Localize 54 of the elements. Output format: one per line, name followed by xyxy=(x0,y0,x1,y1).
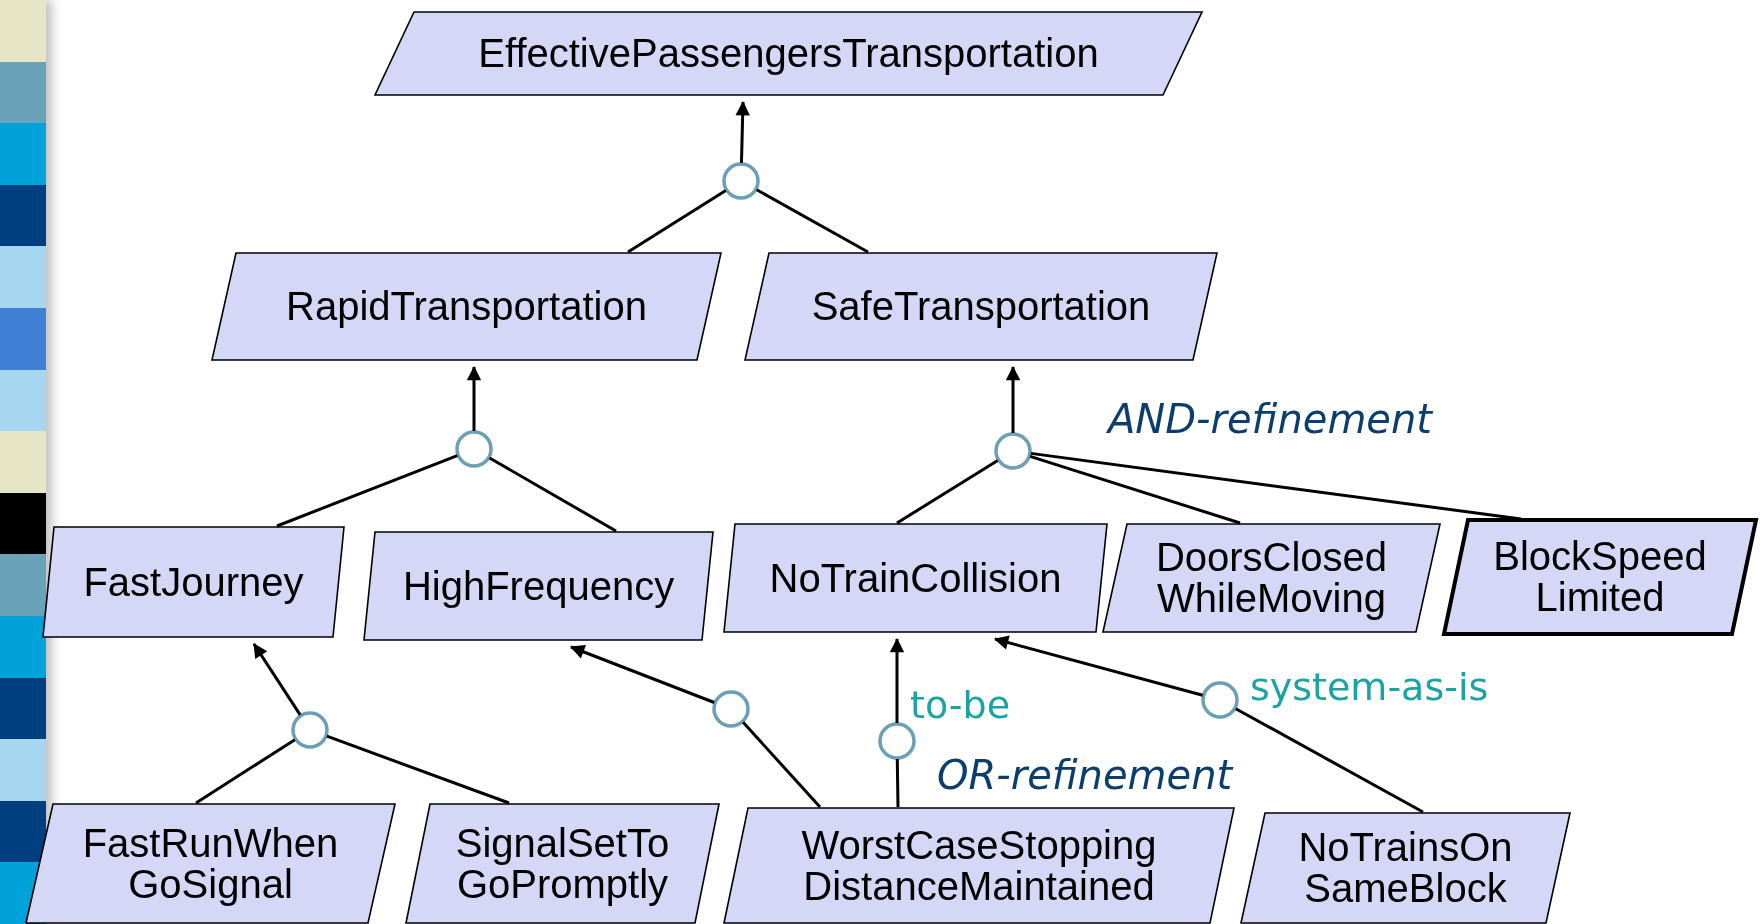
connector-line xyxy=(755,188,869,254)
connector-line xyxy=(1030,451,1522,521)
connector-line xyxy=(1029,455,1241,525)
connector-line xyxy=(326,734,510,805)
goal-parallelogram xyxy=(723,807,1235,924)
arrow xyxy=(570,645,715,704)
refinement-circle xyxy=(1201,681,1239,719)
connector-line xyxy=(276,454,458,528)
goal-parallelogram xyxy=(405,803,720,924)
connector-line xyxy=(896,459,999,525)
connector-line xyxy=(742,721,822,808)
refinement-circle xyxy=(722,162,760,200)
goal-parallelogram xyxy=(723,523,1108,633)
goal-label: DoorsClosed WhileMoving xyxy=(1154,537,1389,619)
goal-label: FastJourney xyxy=(83,561,304,603)
goal-parallelogram xyxy=(363,531,714,641)
annotation-label: to-be xyxy=(910,683,1011,727)
refinement-circle xyxy=(712,690,750,728)
goal-label: SignalSetTo GoPromptly xyxy=(454,822,671,905)
connector-line xyxy=(488,456,617,533)
goal-label: NoTrainCollision xyxy=(769,557,1062,599)
goal-label: RapidTransportation xyxy=(286,286,647,327)
goal-label: WorstCaseStopping DistanceMaintained xyxy=(800,824,1158,907)
goal-label: SafeTransportation xyxy=(811,286,1151,327)
goal-label: HighFrequency xyxy=(402,565,675,607)
arrow xyxy=(1005,365,1021,433)
refinement-circle xyxy=(291,711,329,749)
refinement-circle xyxy=(878,722,916,760)
goal-label: FastRunWhen GoSignal xyxy=(81,822,340,905)
connector-line xyxy=(627,189,727,254)
connector-line xyxy=(1235,707,1424,814)
arrow xyxy=(252,643,302,716)
annotation-label: OR-refinement xyxy=(937,752,1233,798)
connector-line xyxy=(895,758,900,808)
goal-label: EffectivePassengersTransportation xyxy=(478,33,1099,74)
refinement-circle xyxy=(994,432,1032,470)
goal-parallelogram xyxy=(211,252,722,361)
goal-label: NoTrainsOn SameBlock xyxy=(1297,827,1514,909)
annotation-label: AND-refinement xyxy=(1108,396,1432,442)
goal-label: BlockSpeed Limited xyxy=(1492,536,1708,618)
goal-parallelogram xyxy=(25,803,396,924)
goal-parallelogram xyxy=(1240,812,1571,924)
goal-parallelogram xyxy=(374,11,1203,96)
goal-parallelogram xyxy=(1443,519,1757,635)
arrow xyxy=(889,637,905,723)
goal-parallelogram xyxy=(42,526,345,638)
arrow xyxy=(466,365,482,431)
goal-parallelogram xyxy=(1102,523,1441,633)
arrow xyxy=(735,100,750,164)
arrow xyxy=(993,635,1204,697)
goal-parallelogram xyxy=(744,252,1218,361)
refinement-circle xyxy=(455,430,493,468)
annotation-label: system-as-is xyxy=(1250,665,1489,709)
connector-line xyxy=(195,738,296,805)
